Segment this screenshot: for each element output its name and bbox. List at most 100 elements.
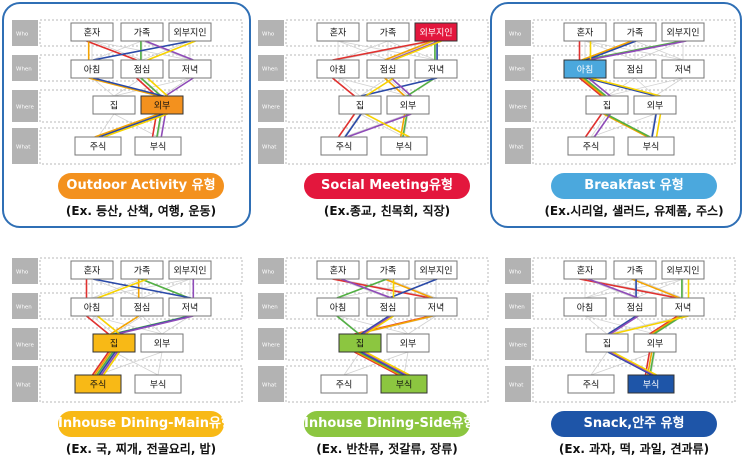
type-pill: Outdoor Activity 유형 xyxy=(58,173,224,199)
option-label: 점심 xyxy=(134,302,151,314)
option-label: 아침 xyxy=(330,65,347,76)
option-label: 집 xyxy=(110,100,118,112)
row-label-bg xyxy=(258,293,284,319)
option-box-who: 혼자 xyxy=(316,260,360,280)
type-examples: (Ex. 과자, 떡, 과일, 견과류) xyxy=(558,442,710,456)
option-label: 외부 xyxy=(647,100,664,112)
option-label: 부식 xyxy=(150,142,167,153)
row-label-bg xyxy=(12,90,38,122)
option-box-what: 부식 xyxy=(627,374,675,394)
option-box-where: 외부 xyxy=(386,333,430,353)
row-label-where: Where xyxy=(509,105,527,111)
option-box-what: 주식 xyxy=(567,374,615,394)
option-label: 외부 xyxy=(154,338,171,350)
option-box-where: 외부 xyxy=(140,95,184,115)
option-label: 외부지인 xyxy=(419,27,452,39)
option-box-who: 외부지인 xyxy=(661,260,705,280)
option-label: 점심 xyxy=(627,302,644,314)
type-examples: (Ex. 등산, 산책, 여행, 운동) xyxy=(65,204,217,218)
option-label: 점심 xyxy=(380,64,397,76)
row-band xyxy=(532,257,736,285)
option-label: 주식 xyxy=(336,142,353,153)
option-box-when: 저녁 xyxy=(661,297,705,317)
row-label-who: Who xyxy=(509,270,522,276)
option-label: 저녁 xyxy=(182,303,199,314)
option-label: 저녁 xyxy=(182,65,199,76)
row-label-who: Who xyxy=(509,32,522,38)
option-box-when: 점심 xyxy=(366,297,410,317)
option-box-who: 가족 xyxy=(366,260,410,280)
option-box-where: 외부 xyxy=(140,333,184,353)
option-label: 아침 xyxy=(84,303,101,314)
option-box-when: 저녁 xyxy=(168,297,212,317)
option-label: 집 xyxy=(110,338,118,350)
option-box-who: 외부지인 xyxy=(661,22,705,42)
option-label: 가족 xyxy=(134,266,151,277)
type-title: Outdoor Activity 유형 (Ex. 등산, 산책, 여행, 운동) xyxy=(38,173,244,219)
option-box-when: 아침 xyxy=(316,297,360,317)
row-label-who: Who xyxy=(262,32,275,38)
option-box-what: 부식 xyxy=(380,374,428,394)
row-label-bg xyxy=(505,293,531,319)
option-box-where: 집 xyxy=(585,333,629,353)
option-box-where: 외부 xyxy=(633,333,677,353)
row-label-bg xyxy=(258,328,284,360)
option-label: 혼자 xyxy=(84,265,101,277)
option-label: 저녁 xyxy=(428,303,445,314)
option-box-who: 가족 xyxy=(120,22,164,42)
row-label-bg xyxy=(505,20,531,46)
option-box-who: 외부지인 xyxy=(168,260,212,280)
option-label: 아침 xyxy=(330,303,347,314)
row-label-bg xyxy=(258,20,284,46)
option-box-what: 부식 xyxy=(380,136,428,156)
row-band xyxy=(285,19,489,47)
row-label-bg xyxy=(505,128,531,164)
option-box-who: 혼자 xyxy=(70,22,114,42)
option-label: 저녁 xyxy=(675,65,692,76)
option-label: 주식 xyxy=(90,142,107,153)
row-label-bg xyxy=(12,328,38,360)
option-box-what: 주식 xyxy=(74,136,122,156)
option-label: 외부지인 xyxy=(666,265,699,277)
row-band xyxy=(532,54,736,82)
option-label: 가족 xyxy=(380,266,397,277)
option-label: 집 xyxy=(603,338,611,350)
option-box-where: 외부 xyxy=(633,95,677,115)
option-label: 혼자 xyxy=(330,27,347,39)
option-label: 부식 xyxy=(643,380,660,391)
row-label-bg xyxy=(258,90,284,122)
row-label-bg xyxy=(258,128,284,164)
row-label-where: Where xyxy=(16,105,34,111)
option-label: 외부지인 xyxy=(173,27,206,39)
option-box-where: 외부 xyxy=(386,95,430,115)
row-label-where: Where xyxy=(262,343,280,349)
option-box-who: 가족 xyxy=(366,22,410,42)
row-label-where: Where xyxy=(16,343,34,349)
option-box-who: 혼자 xyxy=(316,22,360,42)
option-label: 외부 xyxy=(400,100,417,112)
type-pill: Social Meeting유형 xyxy=(304,173,470,199)
option-label: 주식 xyxy=(583,380,600,391)
option-label: 가족 xyxy=(627,266,644,277)
row-label-what: What xyxy=(262,383,277,389)
option-box-when: 저녁 xyxy=(168,59,212,79)
type-title: Inhouse Dining-Side유형(Ex. 반찬류, 젓갈류, 장류) xyxy=(284,411,490,457)
option-label: 외부지인 xyxy=(173,265,206,277)
option-box-where: 집 xyxy=(338,333,382,353)
option-box-when: 점심 xyxy=(120,59,164,79)
option-box-when: 아침 xyxy=(70,59,114,79)
row-label-when: When xyxy=(509,305,525,311)
option-label: 집 xyxy=(356,100,364,112)
option-box-when: 저녁 xyxy=(414,297,458,317)
row-label-when: When xyxy=(509,67,525,73)
option-label: 주식 xyxy=(336,380,353,391)
option-box-what: 부식 xyxy=(134,136,182,156)
option-label: 집 xyxy=(603,100,611,112)
row-label-who: Who xyxy=(16,270,29,276)
row-label-bg xyxy=(258,55,284,81)
